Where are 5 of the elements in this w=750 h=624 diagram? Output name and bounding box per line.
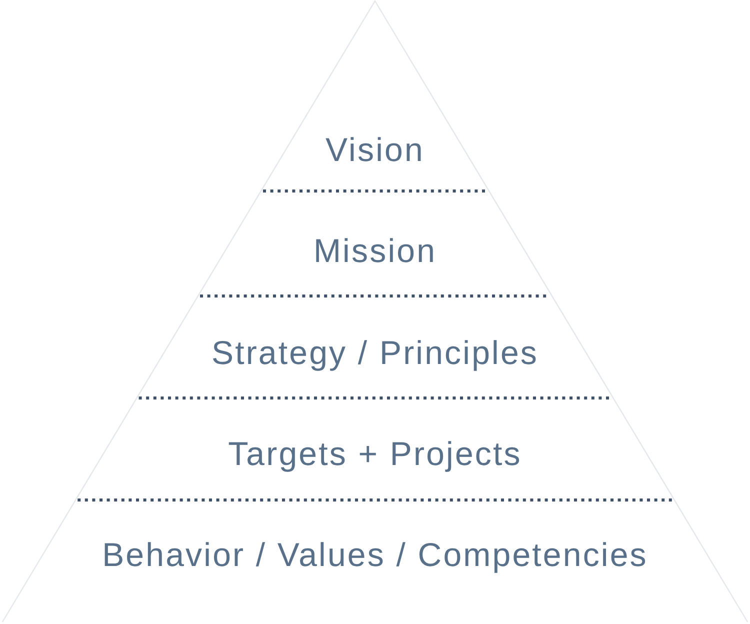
tier-label: Vision <box>326 131 424 169</box>
tier-label: Strategy / Principles <box>211 334 539 372</box>
tier-label: Targets + Projects <box>228 435 522 473</box>
tier-label: Mission <box>313 232 437 270</box>
tier-label: Behavior / Values / Competencies <box>102 536 648 574</box>
